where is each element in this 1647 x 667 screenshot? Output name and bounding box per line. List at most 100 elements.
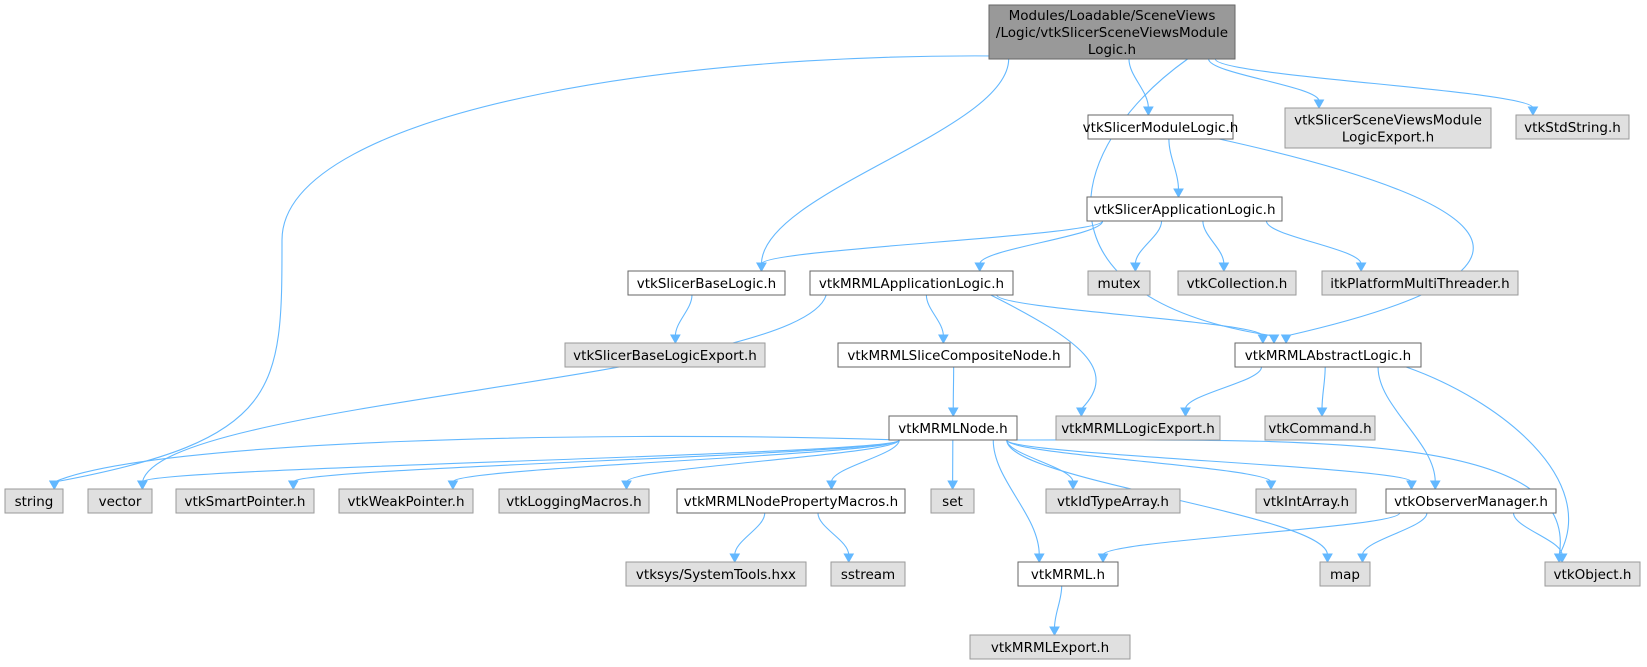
node-vtkMRMLAbstractLogic[interactable]: vtkMRMLAbstractLogic.h — [1234, 342, 1422, 368]
node-vtkMRMLSliceCompositeNode[interactable]: vtkMRMLSliceCompositeNode.h — [837, 342, 1071, 368]
node-label: vtkMRMLSliceCompositeNode.h — [847, 348, 1060, 364]
arrowhead-icon — [1322, 553, 1333, 564]
node-label: vtkSlicerApplicationLogic.h — [1093, 202, 1275, 218]
arrowhead-icon — [1355, 262, 1367, 273]
node-vtkMRML[interactable]: vtkMRML.h — [1017, 561, 1119, 587]
edge-vtkObserverManager-to-map — [1357, 512, 1428, 564]
edge-line — [1405, 366, 1570, 556]
edge-vtkMRMLApplicationLogic-to-vtkMRMLAbstractLogic — [996, 294, 1269, 345]
node-label: vtkSmartPointer.h — [185, 494, 306, 510]
node-box — [1385, 488, 1557, 514]
node-map: map — [1319, 561, 1371, 587]
edge-vtkMRMLNode-to-vtkWeakPointer — [447, 439, 900, 491]
node-box — [564, 342, 766, 368]
node-label: vtkIdTypeArray.h — [1057, 494, 1169, 510]
edge-vtkMRMLAbstractLogic-to-vtkMRMLLogicExport — [1180, 366, 1263, 418]
arrowhead-icon — [1313, 99, 1325, 110]
node-vtkLoggingMacros: vtkLoggingMacros.h — [498, 488, 650, 514]
edge-line — [817, 512, 850, 556]
edge-line — [760, 220, 1104, 265]
edge-line — [1134, 220, 1163, 265]
node-box — [1017, 561, 1119, 587]
edge-line — [1208, 58, 1320, 102]
node-box — [988, 4, 1236, 60]
edge-vtkMRMLSliceCompositeNode-to-vtkMRMLNode — [947, 366, 959, 418]
node-label: map — [1330, 567, 1360, 583]
node-box — [676, 488, 906, 514]
edge-vtkMRMLNode-to-vtkMRML — [992, 439, 1045, 564]
arrowhead-icon — [729, 553, 741, 564]
arrowhead-icon — [1097, 553, 1109, 564]
arrowhead-icon — [670, 334, 681, 345]
arrowhead-icon — [1218, 262, 1230, 273]
edge-line — [760, 58, 1010, 265]
edge-vtkMRMLNode-to-vtkSmartPointer — [287, 439, 900, 491]
node-vtkSlicerBaseLogic[interactable]: vtkSlicerBaseLogic.h — [627, 270, 786, 296]
node-label: vector — [99, 494, 142, 510]
node-label: /Logic/vtkSlicerSceneViewsModule — [996, 25, 1228, 41]
edge-vtkSlicerModuleLogic-to-vtkMRMLAbstractLogic — [1219, 138, 1474, 345]
edge-vtkMRMLApplicationLogic-to-vtkMRMLLogicExport — [990, 294, 1097, 418]
node-vtkSlicerModuleLogic[interactable]: vtkSlicerModuleLogic.h — [1083, 114, 1239, 140]
node-sstream: sstream — [830, 561, 906, 587]
node-vtksysSystemTools: vtksys/SystemTools.hxx — [625, 561, 807, 587]
node-vtkSlicerApplicationLogic[interactable]: vtkSlicerApplicationLogic.h — [1086, 196, 1283, 222]
edge-line — [990, 294, 1097, 410]
node-box — [1087, 114, 1234, 140]
node-box — [1255, 488, 1357, 514]
arrowhead-icon — [756, 262, 767, 273]
node-label: vtksys/SystemTools.hxx — [636, 567, 796, 583]
edge-line — [1168, 138, 1180, 191]
arrowhead-icon — [137, 480, 148, 491]
edge-vtkMRMLAbstractLogic-to-vtkObject — [1405, 366, 1570, 564]
arrowhead-icon — [1280, 334, 1292, 345]
node-box — [837, 342, 1071, 368]
node-itkPlatformMultiThreader: itkPlatformMultiThreader.h — [1321, 270, 1519, 296]
edge-line — [1128, 58, 1149, 109]
node-box — [1055, 415, 1221, 441]
arrowhead-icon — [1143, 106, 1154, 117]
node-vtkSlicerBaseLogicExport: vtkSlicerBaseLogicExport.h — [564, 342, 766, 368]
node-box — [1264, 415, 1376, 441]
edge-line — [1219, 138, 1474, 337]
node-vector: vector — [87, 488, 153, 514]
arrowhead-icon — [938, 334, 949, 345]
node-vtkMRMLApplicationLogic[interactable]: vtkMRMLApplicationLogic.h — [809, 270, 1014, 296]
node-label: string — [15, 494, 54, 510]
edge-line — [1512, 512, 1563, 556]
node-label: vtkMRMLLogicExport.h — [1061, 421, 1215, 437]
node-vtkObserverManager[interactable]: vtkObserverManager.h — [1385, 488, 1557, 514]
node-label: vtkSlicerModuleLogic.h — [1083, 120, 1239, 136]
node-vtkMRMLExport: vtkMRMLExport.h — [969, 634, 1131, 660]
edge-root-to-vtkSlicerModuleLogic — [1128, 58, 1154, 117]
node-box — [625, 561, 807, 587]
edge-vtkSlicerApplicationLogic-to-vtkCollection — [1202, 220, 1230, 273]
edge-root-to-vtkSlicerSceneViewsModuleLogicExport — [1208, 58, 1325, 110]
node-box — [1319, 561, 1371, 587]
edge-line — [54, 435, 900, 483]
node-box — [338, 488, 474, 514]
arrowhead-icon — [1357, 553, 1368, 564]
node-box — [809, 270, 1014, 296]
arrowhead-icon — [1527, 106, 1539, 117]
node-vtkCommand: vtkCommand.h — [1264, 415, 1376, 441]
node-vtkIdTypeArray: vtkIdTypeArray.h — [1045, 488, 1181, 514]
edge-vtkSlicerBaseLogic-to-vtkSlicerBaseLogicExport — [670, 294, 693, 345]
edge-line — [1377, 366, 1436, 483]
edge-vtkMRMLApplicationLogic-to-vector — [137, 294, 827, 491]
arrowhead-icon — [287, 480, 299, 491]
arrowhead-icon — [1556, 553, 1568, 564]
arrowhead-icon — [1173, 188, 1184, 199]
node-box — [1234, 342, 1422, 368]
edge-line — [1361, 512, 1428, 556]
edge-line — [992, 439, 1040, 556]
arrowhead-icon — [1265, 480, 1277, 491]
node-label: vtkMRMLApplicationLogic.h — [819, 276, 1004, 292]
node-vtkMRMLNodePropertyMacros[interactable]: vtkMRMLNodePropertyMacros.h — [676, 488, 906, 514]
node-vtkMRMLNode[interactable]: vtkMRMLNode.h — [888, 415, 1018, 441]
node-label: sstream — [841, 567, 895, 583]
node-label: mutex — [1097, 276, 1140, 292]
arrowhead-icon — [947, 407, 959, 418]
node-box — [1087, 270, 1151, 296]
